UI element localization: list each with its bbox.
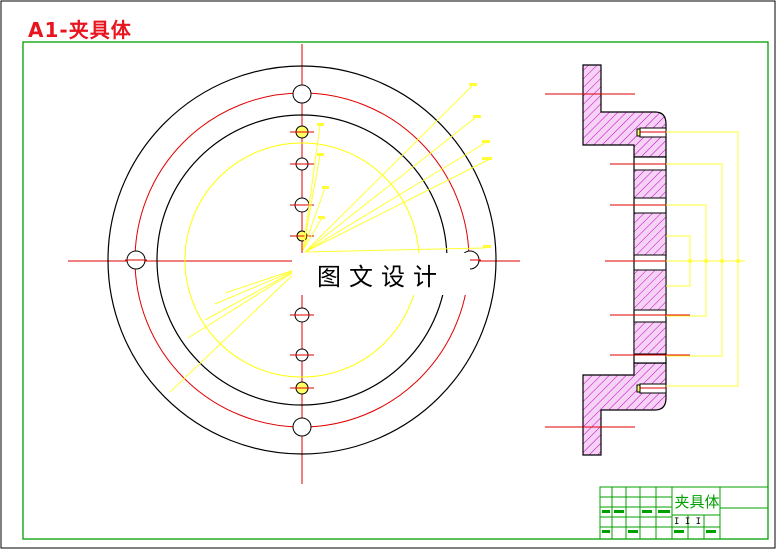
section-top-flange bbox=[582, 64, 667, 158]
leader-lines bbox=[169, 85, 489, 393]
bolt-hole-top bbox=[292, 84, 312, 104]
section-centerlines bbox=[545, 93, 690, 428]
section-dimension-dots bbox=[688, 259, 740, 263]
title-block-scale-mark: I I I bbox=[674, 517, 702, 527]
title-block-marks bbox=[602, 510, 716, 533]
leader-tags bbox=[317, 83, 492, 248]
section-bottom-flange bbox=[582, 362, 667, 456]
title-block-part-name: 夹具体 bbox=[674, 492, 720, 511]
outer-circle bbox=[107, 65, 497, 455]
hole-tick-lines bbox=[125, 131, 481, 389]
title-block bbox=[599, 486, 769, 540]
bolt-hole-bottom bbox=[292, 417, 312, 437]
web-hatch-bands bbox=[633, 169, 667, 355]
sheet-inner-frame bbox=[22, 41, 769, 540]
section-view bbox=[545, 64, 745, 456]
sheet-title: A1-夹具体 bbox=[28, 18, 132, 42]
section-dimension-lines bbox=[666, 131, 745, 387]
front-view bbox=[68, 44, 520, 484]
section-counterbores bbox=[636, 127, 667, 394]
watermark-label: 图文设计 bbox=[292, 253, 470, 295]
